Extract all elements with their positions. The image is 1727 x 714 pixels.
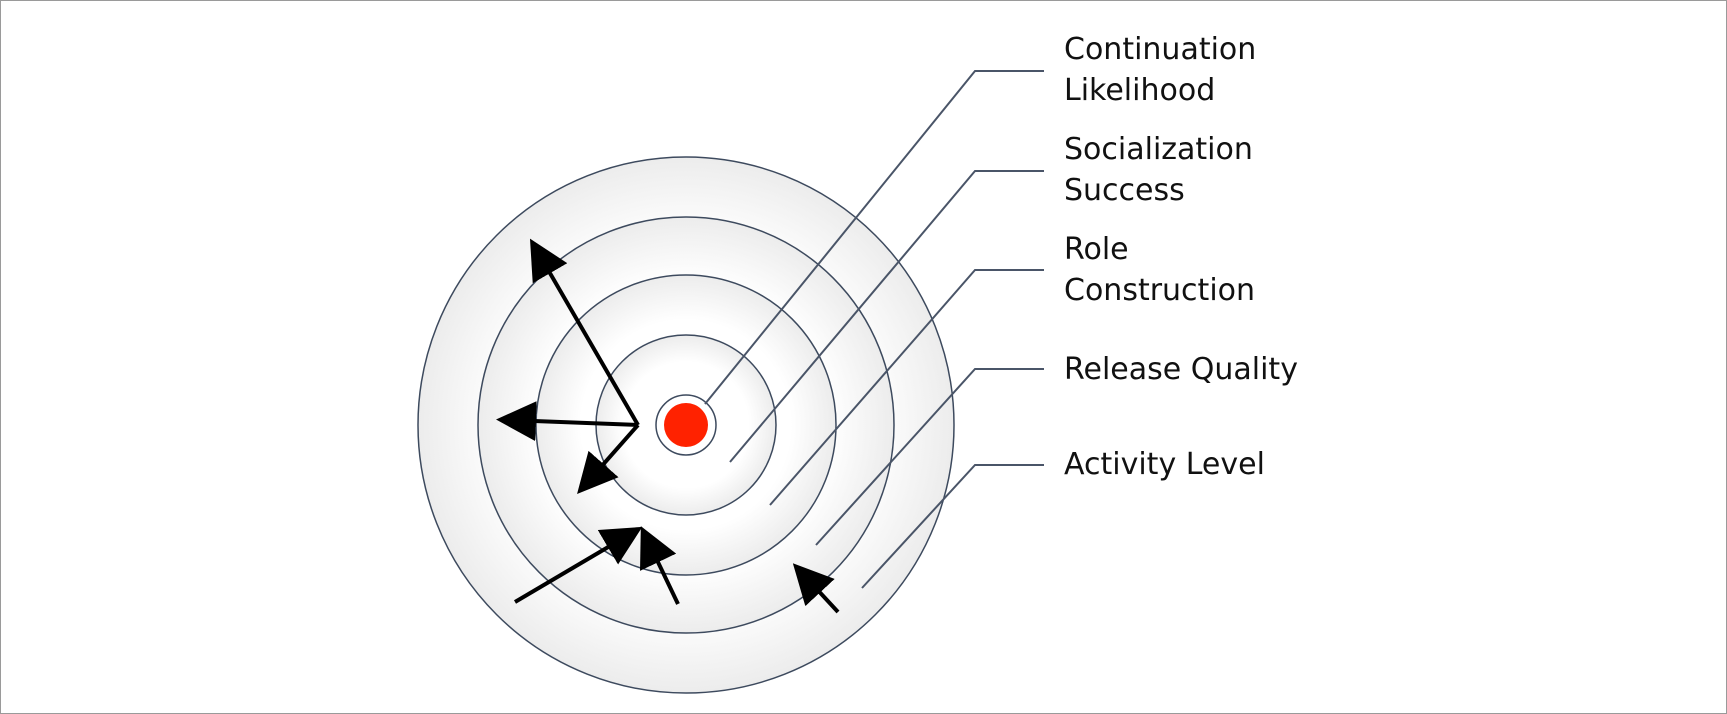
label-release-quality: Release Quality — [1064, 352, 1298, 387]
leader-line-activity — [861, 464, 1044, 589]
arrows — [496, 238, 840, 614]
label-role-construction: Role Construction — [1064, 232, 1255, 308]
label-socialization-success: Socialization Success — [1064, 132, 1262, 208]
label-socialization-line1: Socialization — [1064, 132, 1253, 167]
arrow-lower-diagonal — [513, 526, 643, 604]
leader-line-release — [815, 368, 1044, 546]
label-continuation-likelihood: Continuation Likelihood — [1064, 32, 1266, 108]
label-continuation-line2: Likelihood — [1064, 73, 1215, 108]
label-activity-line1: Activity Level — [1064, 447, 1265, 482]
arrow-left — [496, 401, 639, 442]
arrow-right-inward — [792, 563, 840, 614]
ring-labels: Continuation Likelihood Socialization Su… — [1064, 32, 1298, 482]
leader-line-role — [769, 269, 1044, 506]
bullseye-dot — [664, 403, 708, 447]
label-continuation-line1: Continuation — [1064, 32, 1256, 67]
arrow-up-left — [529, 238, 640, 427]
leader-line-socialization — [729, 170, 1044, 463]
label-socialization-line2: Success — [1064, 173, 1185, 208]
label-role-line1: Role — [1064, 232, 1129, 267]
label-role-line2: Construction — [1064, 273, 1255, 308]
leader-lines — [704, 70, 1044, 589]
arrow-lower-steep — [640, 526, 680, 605]
label-release-line1: Release Quality — [1064, 352, 1298, 387]
rings — [417, 156, 955, 694]
leader-line-continuation — [704, 70, 1044, 405]
arrow-down-left — [577, 423, 640, 494]
label-activity-level: Activity Level — [1064, 447, 1265, 482]
